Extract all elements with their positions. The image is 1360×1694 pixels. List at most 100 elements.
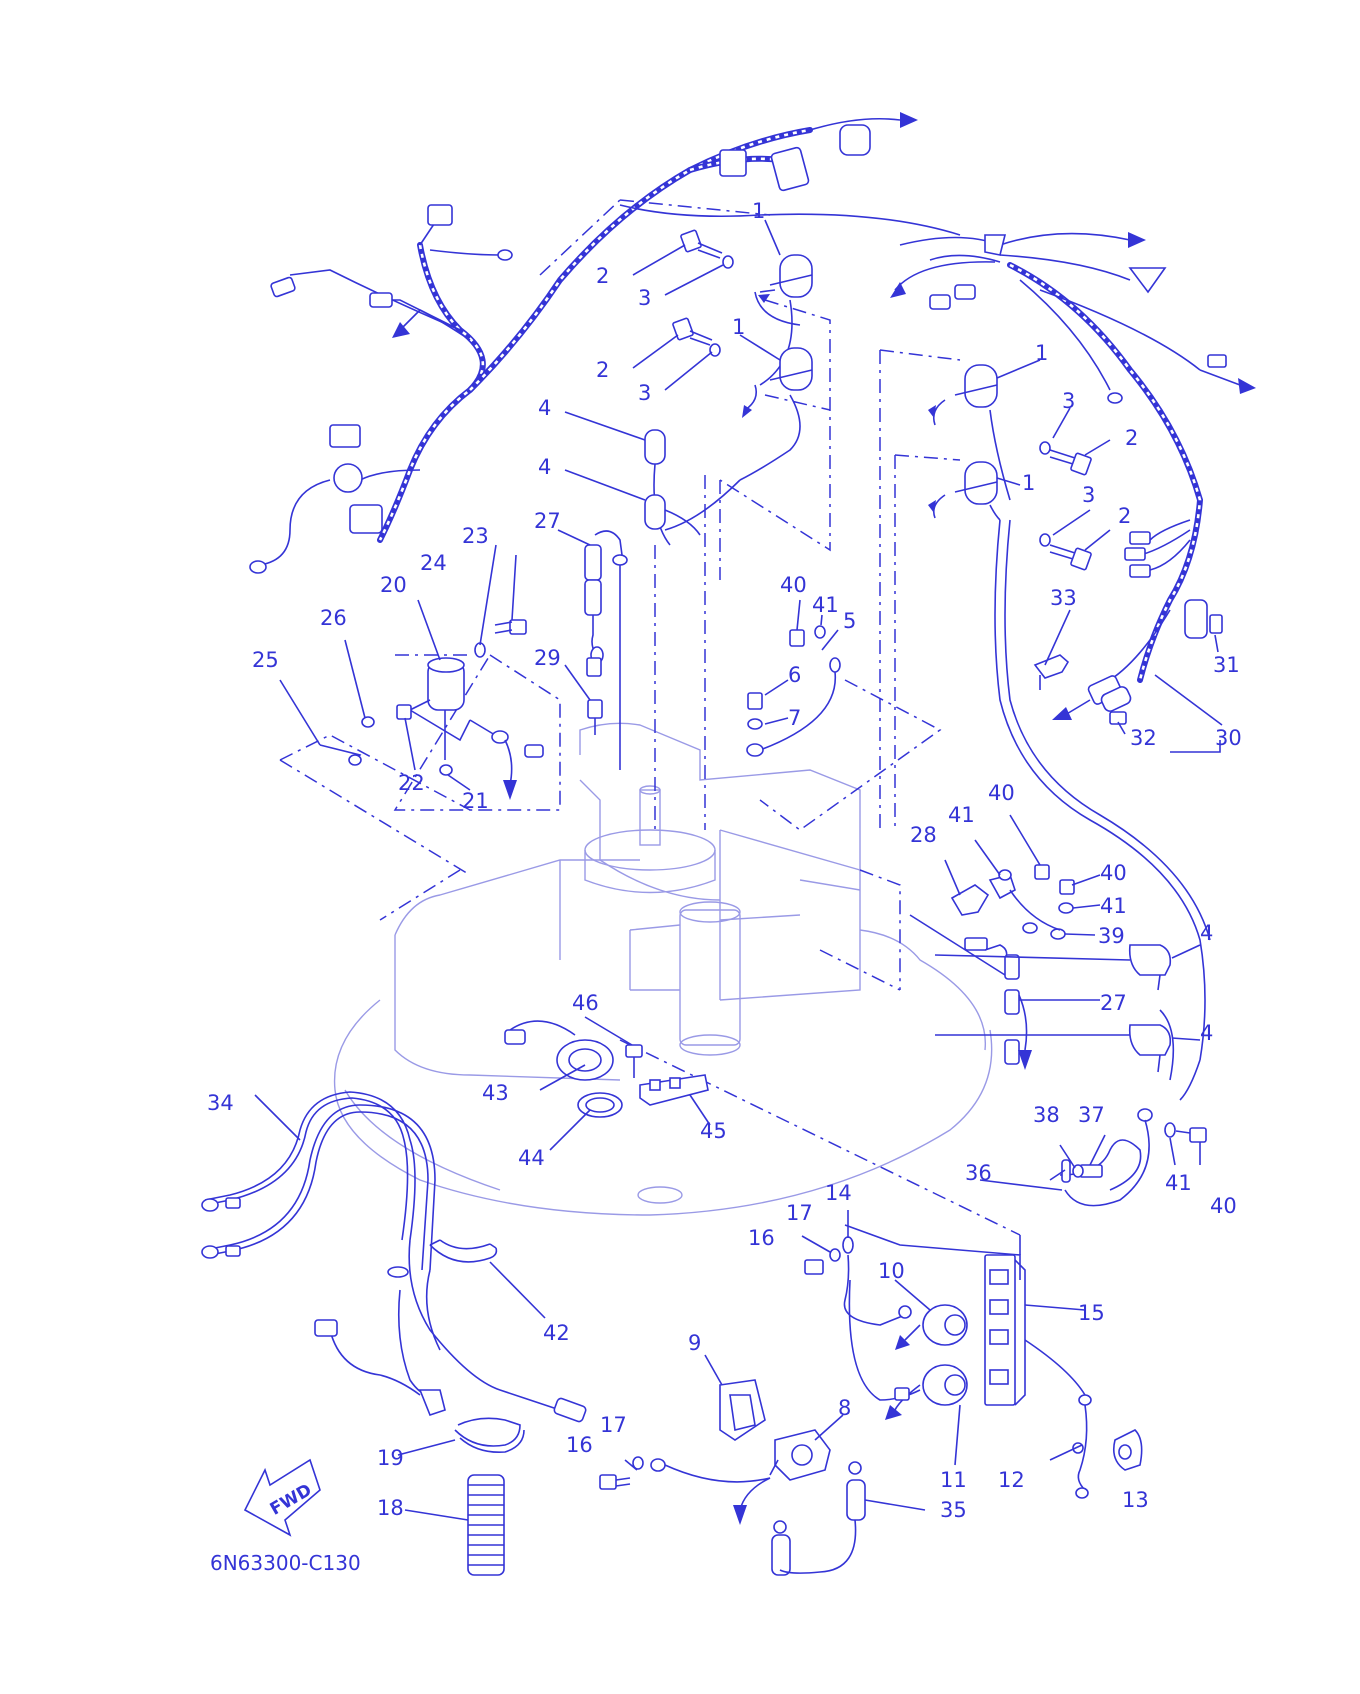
label-leaders bbox=[254, 219, 1223, 1521]
sensor-29 bbox=[586, 657, 603, 735]
washer-3-c bbox=[1039, 441, 1051, 455]
label-3-c: 3 bbox=[1062, 389, 1075, 413]
label-33: 33 bbox=[1050, 586, 1077, 610]
washer-3-b bbox=[709, 343, 721, 357]
label-34: 34 bbox=[207, 1091, 234, 1115]
label-2-a: 2 bbox=[596, 264, 609, 288]
wire-12 bbox=[1024, 1339, 1092, 1499]
label-3-a: 3 bbox=[638, 286, 651, 310]
ignition-coil-upper-1 bbox=[754, 254, 813, 386]
label-30: 30 bbox=[1215, 726, 1242, 750]
label-36: 36 bbox=[965, 1161, 992, 1185]
label-37: 37 bbox=[1078, 1103, 1105, 1127]
label-42: 42 bbox=[543, 1321, 570, 1345]
label-31: 31 bbox=[1213, 653, 1240, 677]
label-2-b: 2 bbox=[596, 358, 609, 382]
label-16-a: 16 bbox=[748, 1226, 775, 1250]
label-35: 35 bbox=[940, 1498, 967, 1522]
flywheel bbox=[584, 785, 716, 894]
label-18: 18 bbox=[377, 1496, 404, 1520]
label-27-a: 27 bbox=[534, 509, 561, 533]
connector-27-upper bbox=[584, 530, 628, 770]
spark-plug-cap-right-b bbox=[1128, 1024, 1172, 1073]
bracket-45 bbox=[639, 1074, 709, 1106]
label-41-a: 41 bbox=[812, 593, 839, 617]
bolt-23 bbox=[494, 619, 527, 635]
label-40-d: 40 bbox=[1210, 1194, 1237, 1218]
reference-leaders bbox=[279, 199, 1021, 1236]
bolt-16-17-lower bbox=[599, 1456, 644, 1490]
cable-band-42 bbox=[429, 1239, 498, 1263]
label-14: 14 bbox=[825, 1181, 852, 1205]
label-21: 21 bbox=[462, 789, 489, 813]
label-17-a: 17 bbox=[786, 1201, 813, 1225]
label-1-c: 1 bbox=[1035, 341, 1048, 365]
label-29: 29 bbox=[534, 646, 561, 670]
label-10: 10 bbox=[878, 1259, 905, 1283]
battery-cable-34 bbox=[201, 1091, 587, 1423]
bolt-2-d bbox=[1049, 544, 1092, 571]
ignition-coil-right-1 bbox=[928, 364, 1011, 501]
label-40-b: 40 bbox=[988, 781, 1015, 805]
label-44: 44 bbox=[518, 1146, 545, 1170]
label-28: 28 bbox=[910, 823, 937, 847]
label-39: 39 bbox=[1098, 924, 1125, 948]
bolt-46 bbox=[625, 1044, 643, 1078]
label-40-a: 40 bbox=[780, 573, 807, 597]
label-45: 45 bbox=[700, 1119, 727, 1143]
ignition-coil-upper-2 bbox=[664, 347, 813, 531]
starter-motor bbox=[629, 901, 741, 1056]
label-5: 5 bbox=[843, 609, 856, 633]
relay-bracket-leader-lines bbox=[844, 1224, 1021, 1280]
parts-36-41-lower bbox=[1059, 1108, 1207, 1207]
label-16-b: 16 bbox=[566, 1433, 593, 1457]
label-1-d: 1 bbox=[1022, 471, 1035, 495]
label-3-d: 3 bbox=[1082, 483, 1095, 507]
bolt-2-c bbox=[1049, 449, 1092, 476]
label-4-d: 4 bbox=[1200, 1021, 1213, 1045]
label-17-b: 17 bbox=[600, 1413, 627, 1437]
ignition-coil-right-2 bbox=[928, 461, 1001, 521]
label-8: 8 bbox=[838, 1396, 851, 1420]
trim-relay-11 bbox=[885, 1364, 968, 1420]
label-41-b: 41 bbox=[948, 803, 975, 827]
main-switch-8 bbox=[650, 1429, 831, 1525]
sensor-33 bbox=[1033, 654, 1070, 690]
spark-plug-cap-upper-b bbox=[644, 494, 701, 536]
main-wire-harness bbox=[249, 112, 961, 574]
label-41-d: 41 bbox=[1165, 1171, 1192, 1195]
fwd-arrow bbox=[243, 1458, 321, 1537]
connector-27-lower bbox=[909, 914, 1131, 1070]
grommet-43 bbox=[504, 1020, 614, 1081]
terminal-cover-13 bbox=[1112, 1429, 1143, 1471]
label-41-c: 41 bbox=[1100, 894, 1127, 918]
washer-24 bbox=[474, 642, 486, 658]
label-24: 24 bbox=[420, 551, 447, 575]
right-wire-harness bbox=[890, 232, 1256, 725]
label-2-c: 2 bbox=[1125, 426, 1138, 450]
protector-boot-18 bbox=[467, 1474, 505, 1576]
label-1-a: 1 bbox=[752, 199, 765, 223]
clamp-19 bbox=[454, 1417, 525, 1454]
relay-wires-14-16-17 bbox=[804, 1236, 921, 1401]
label-25: 25 bbox=[252, 648, 279, 672]
plate-44 bbox=[577, 1092, 623, 1118]
label-23: 23 bbox=[462, 524, 489, 548]
label-1-b: 1 bbox=[732, 315, 745, 339]
plug-lead-harness bbox=[994, 519, 1211, 1101]
label-4-c: 4 bbox=[1200, 921, 1213, 945]
label-13: 13 bbox=[1122, 1488, 1149, 1512]
label-20: 20 bbox=[380, 573, 407, 597]
label-40-c: 40 bbox=[1100, 861, 1127, 885]
label-27-b: 27 bbox=[1100, 991, 1127, 1015]
label-12: 12 bbox=[998, 1468, 1025, 1492]
label-3-b: 3 bbox=[638, 381, 651, 405]
label-9: 9 bbox=[688, 1331, 701, 1355]
trim-relay-assembly bbox=[319, 657, 544, 800]
label-22: 22 bbox=[398, 771, 425, 795]
bolt-2-a bbox=[680, 229, 723, 259]
label-32: 32 bbox=[1130, 726, 1157, 750]
label-43: 43 bbox=[482, 1081, 509, 1105]
drawing-code: 6N63300-C130 bbox=[210, 1551, 361, 1575]
relay-mount-plate-15 bbox=[984, 1254, 1026, 1406]
